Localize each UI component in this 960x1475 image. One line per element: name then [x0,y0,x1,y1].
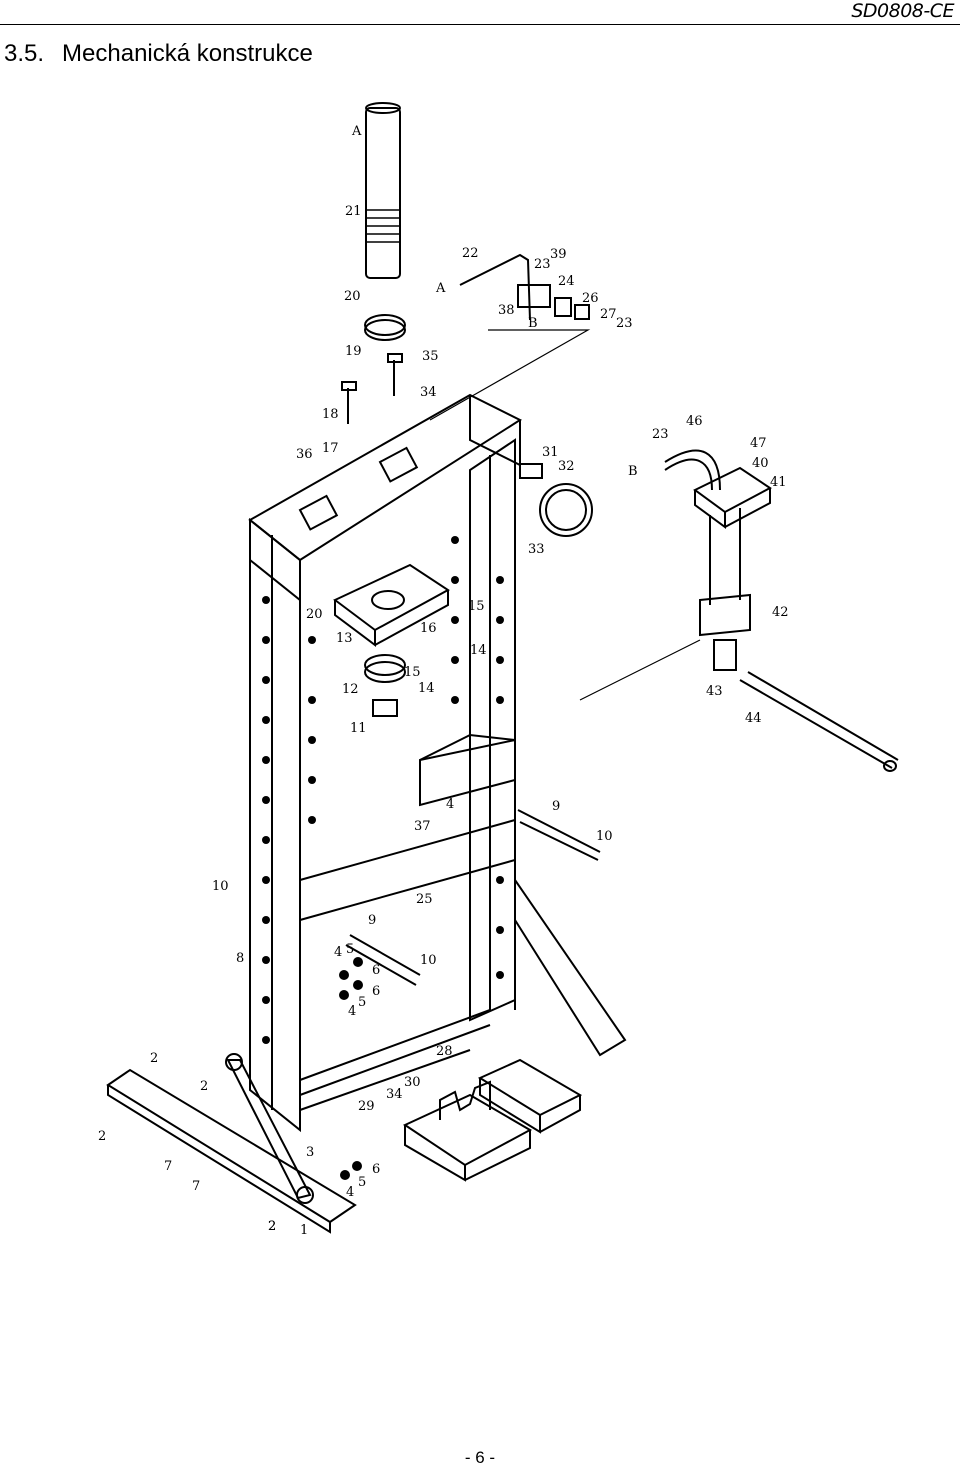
part-label: 5 [346,942,354,957]
section-heading: 3.5. Mechanická konstrukce [4,40,313,68]
part-label: 34 [420,385,437,400]
part-label: 18 [322,407,339,422]
part-label: 29 [358,1099,375,1114]
part-label: 12 [342,682,359,697]
part-label: 4 [446,797,454,812]
part-label: 38 [498,303,515,318]
part-label: 37 [414,819,431,834]
section-title: Mechanická konstrukce [62,40,313,67]
part-label: 42 [772,605,789,620]
part-label: 23 [652,427,669,442]
part-label: 4 [334,945,342,960]
part-label: 44 [745,711,762,726]
part-label: 14 [418,681,435,696]
part-label: 22 [462,246,479,261]
part-label: 10 [212,879,229,894]
page-number: - 6 - [464,1448,496,1467]
part-label: 6 [372,984,380,999]
part-label: 47 [750,436,767,451]
part-label: 35 [422,349,439,364]
part-label: 40 [752,456,769,471]
part-label: 17 [322,441,339,456]
part-label: 20 [344,289,361,304]
press-exploded-diagram: A 21 20 19 22 39 23 24 A 38 26 B 27 23 3… [98,102,899,1238]
part-label: B [528,316,538,331]
section-number: 3.5. [4,40,45,67]
part-label: 39 [550,247,567,262]
part-label: 41 [770,475,787,490]
part-label: 6 [372,1162,380,1177]
part-label: 33 [528,542,545,557]
part-label: 32 [558,459,575,474]
part-label: 20 [306,607,323,622]
part-label: 11 [350,721,367,736]
part-label: 15 [404,665,421,680]
part-label: 10 [596,829,613,844]
part-label: 23 [534,257,551,272]
part-label: 2 [200,1079,208,1094]
part-label: 7 [192,1179,200,1194]
part-label: A [435,281,446,296]
part-label: 34 [386,1087,403,1102]
part-label: 28 [436,1044,453,1059]
part-label: 27 [600,307,617,322]
part-label: 3 [306,1145,314,1160]
part-label: 15 [468,599,485,614]
part-label: 4 [346,1185,354,1200]
document-code: SD0808-CE [851,0,954,22]
part-label: 46 [686,414,703,429]
part-label: A [351,124,362,139]
part-label: 24 [558,274,575,289]
part-label: 9 [552,799,560,814]
part-label: 5 [358,1175,366,1190]
part-label: 14 [470,643,487,658]
part-label: 16 [420,621,437,636]
part-label: 2 [268,1219,276,1234]
part-label: 7 [164,1159,172,1174]
part-label: 2 [150,1051,158,1066]
part-label: 5 [358,995,366,1010]
header-rule [0,24,960,25]
part-label: 43 [706,684,723,699]
part-label: B [628,464,638,479]
part-label: 26 [582,291,599,306]
part-label: 2 [98,1129,106,1144]
part-label: 36 [296,447,313,462]
part-label: 19 [345,344,362,359]
part-label: 10 [420,953,437,968]
part-label: 9 [368,913,376,928]
part-label: 30 [404,1075,421,1090]
part-label: 8 [236,951,244,966]
part-label: 13 [336,631,353,646]
part-label: 2 [268,1219,276,1234]
part-label: 31 [542,445,559,460]
part-label: 25 [416,892,433,907]
part-label: 21 [345,204,362,219]
part-label: 6 [372,963,380,978]
part-label: 1 [300,1223,308,1238]
part-label: 4 [348,1004,356,1019]
part-label: 23 [616,316,633,331]
